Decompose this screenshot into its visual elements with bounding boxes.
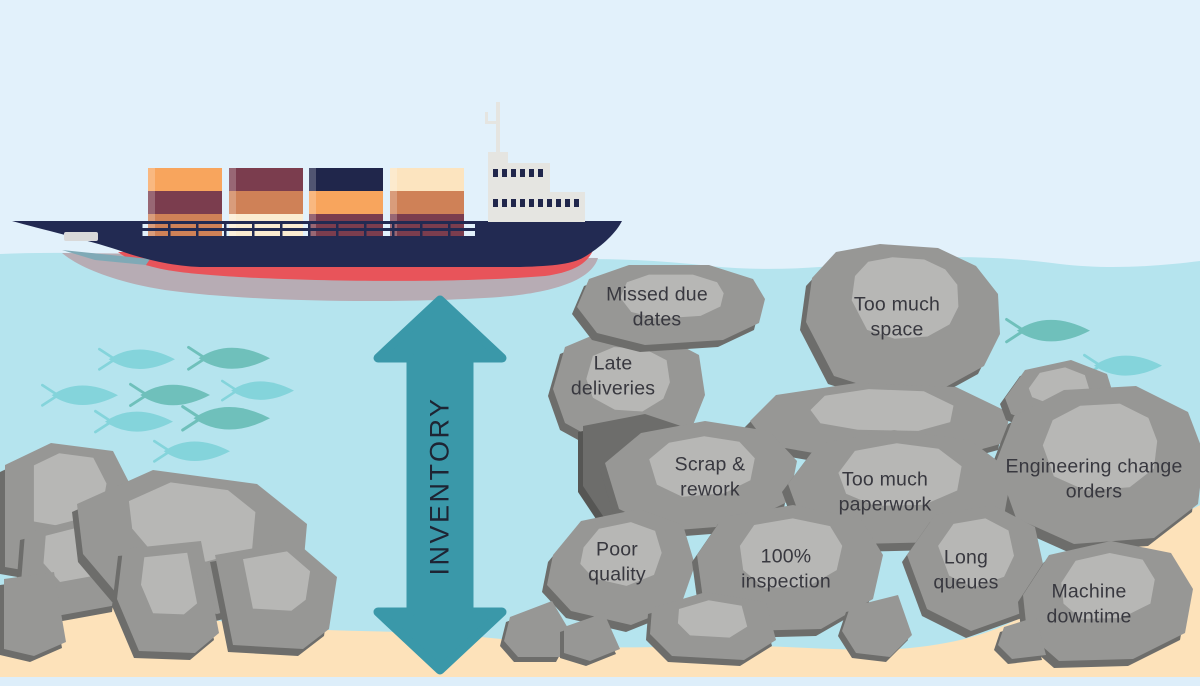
ship-hull (12, 221, 622, 267)
problem-label-missed-due-dates: Missed due dates (606, 283, 708, 331)
rock (0, 572, 66, 662)
problem-label-scrap-rework: Scrap & rework (674, 453, 746, 501)
problem-label-too-much-paperwork: Too much paperwork (838, 468, 932, 516)
bottom-strip (0, 677, 1200, 686)
problem-label-100-inspection: 100% inspection (741, 545, 831, 593)
inventory-arrow-label: INVENTORY (424, 396, 455, 576)
problem-label-long-queues: Long queues (933, 546, 999, 594)
mast (496, 102, 500, 154)
rock (112, 541, 219, 660)
problem-label-machine-downtime: Machine downtime (1046, 580, 1132, 628)
cargo-ship (12, 102, 622, 302)
superstructure-windows (493, 169, 579, 207)
ship-waterline-shadow (62, 250, 150, 265)
problem-label-poor-quality: Poor quality (588, 538, 646, 586)
problem-label-late-deliveries: Late deliveries (570, 352, 656, 400)
container-stacks (148, 168, 464, 238)
problem-label-engineering-change-orders: Engineering change orders (1005, 455, 1183, 503)
deck-railing (138, 221, 478, 237)
inventory-arrow (373, 295, 507, 675)
bow-accent-stripe (64, 232, 98, 241)
problem-label-too-much-space: Too much space (853, 293, 941, 341)
ship-superstructure (485, 102, 585, 222)
